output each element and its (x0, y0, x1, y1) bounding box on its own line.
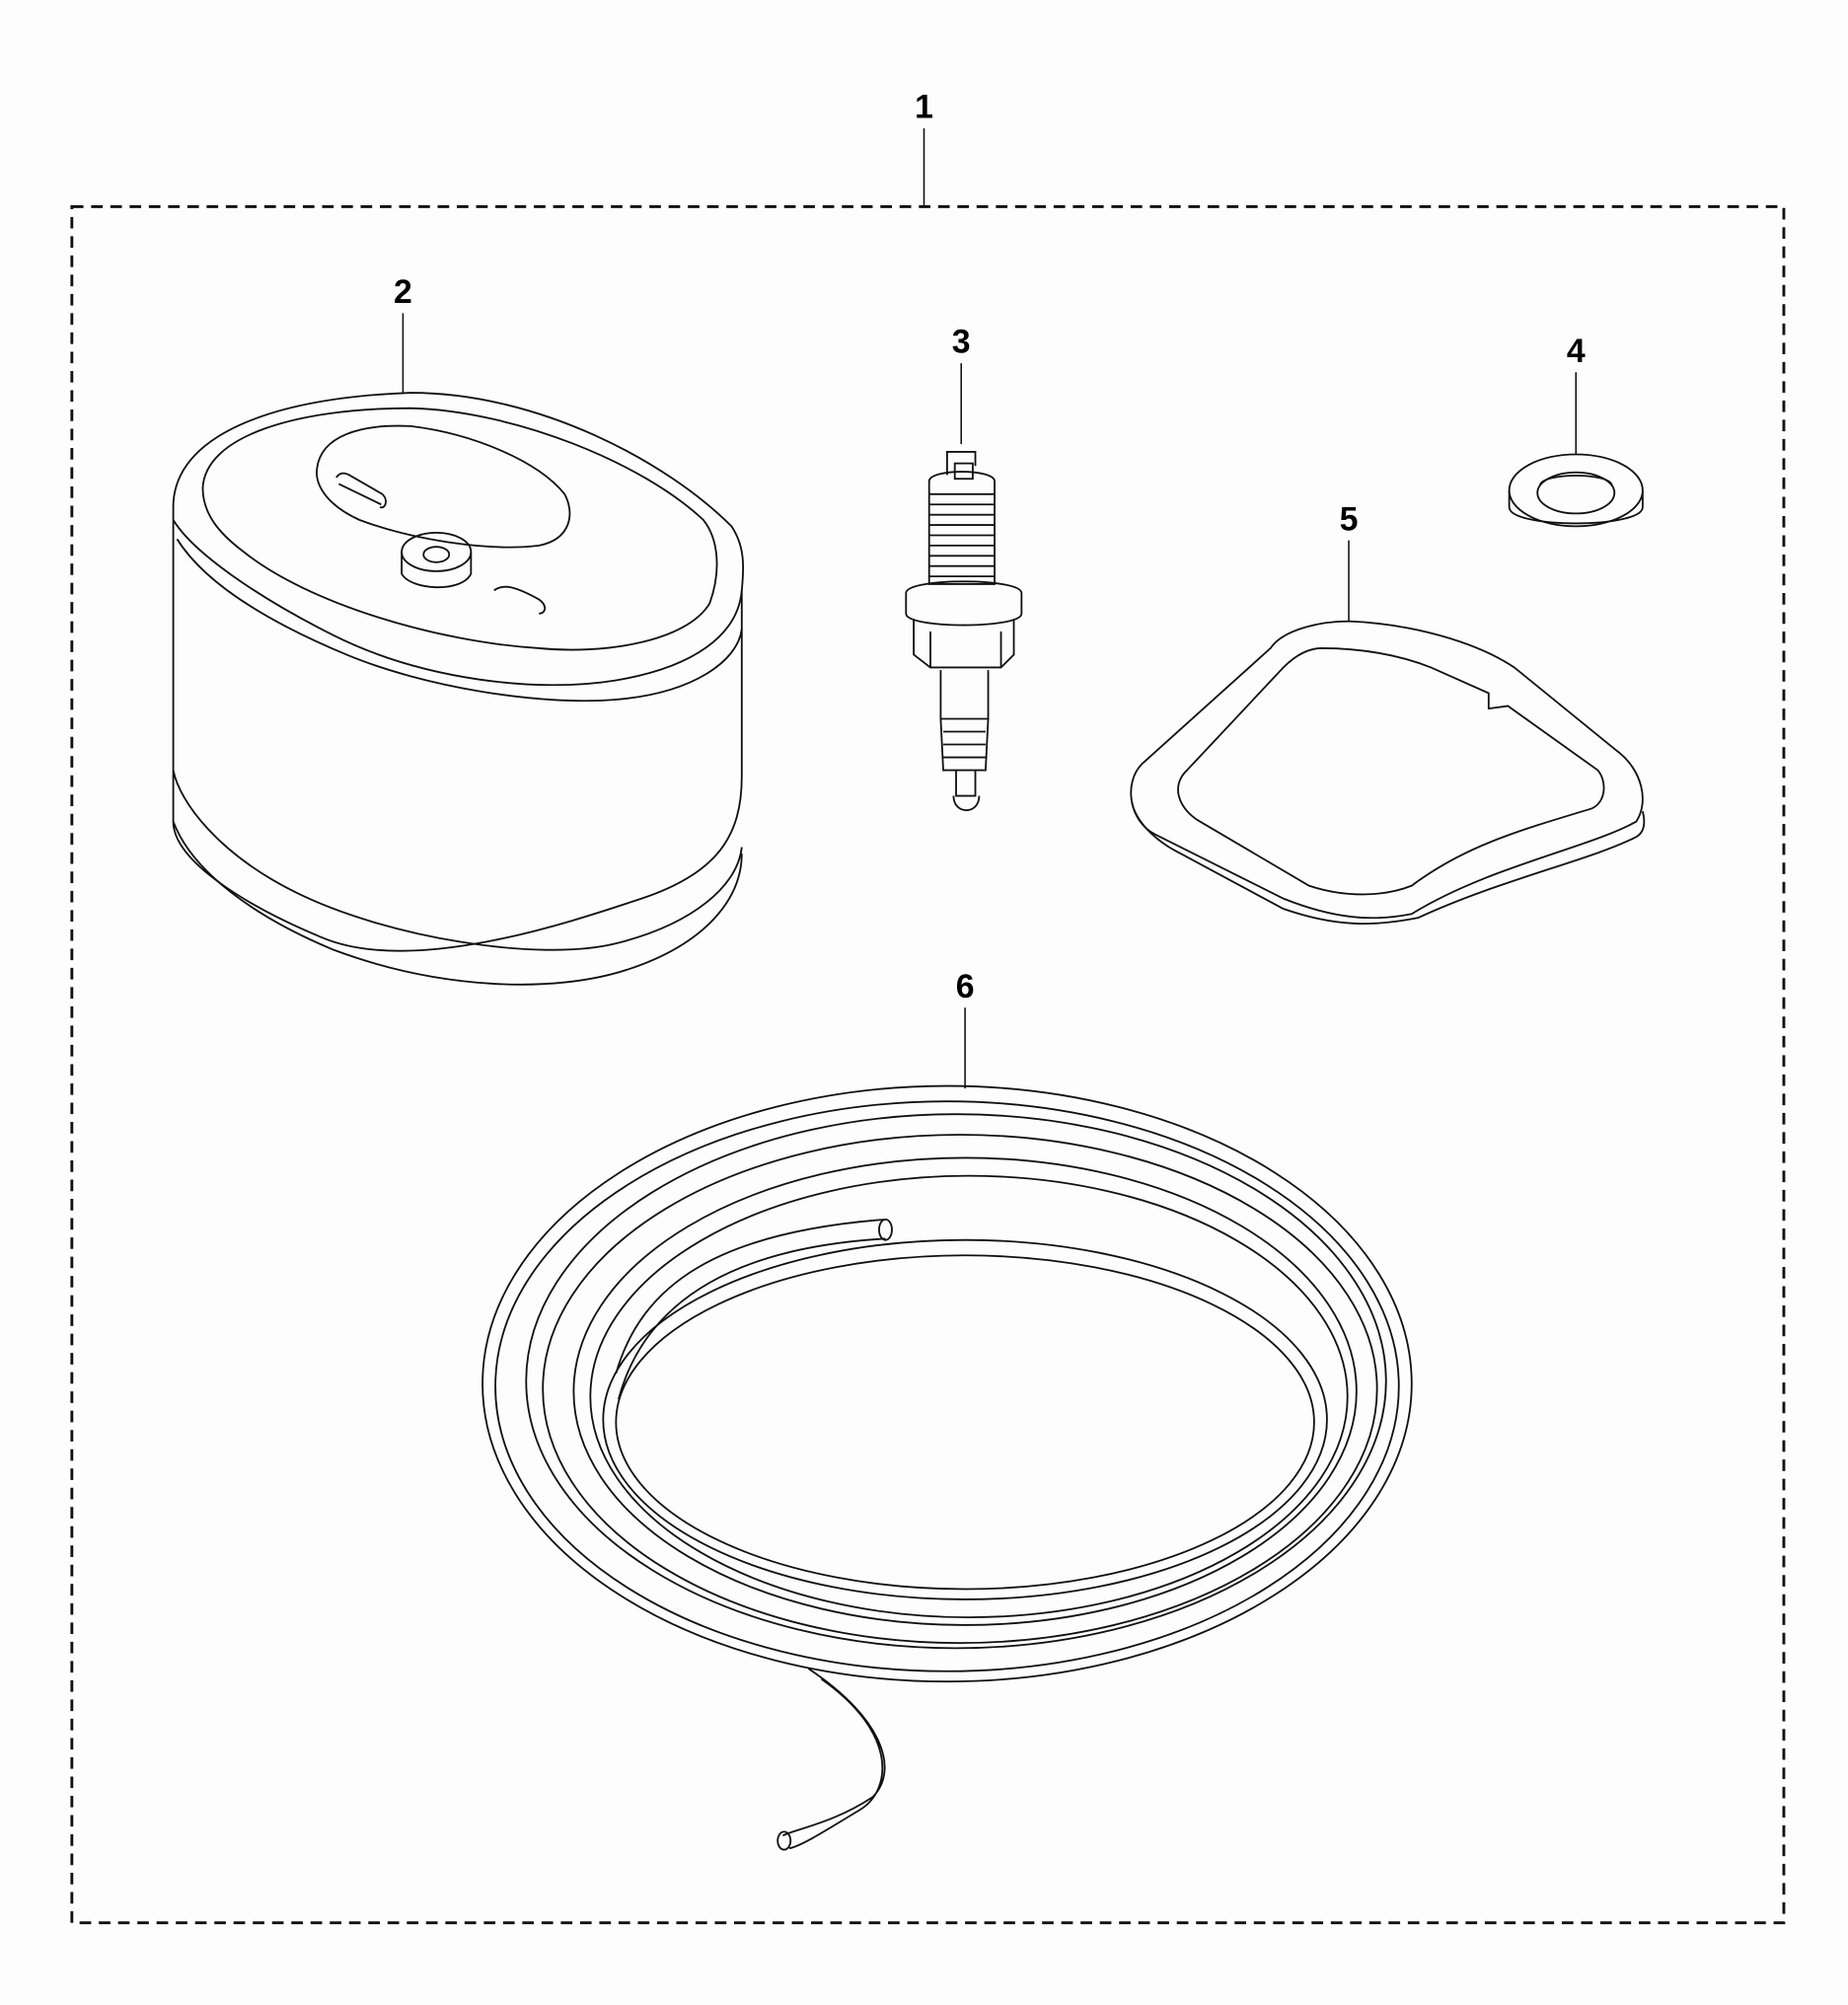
fuel-hose-icon (481, 1084, 1413, 1851)
callout-label-2: 2 (394, 273, 412, 311)
callout-label-4: 4 (1567, 333, 1586, 370)
callout-1: 1 (915, 89, 933, 207)
callout-label-1: 1 (915, 89, 933, 126)
kit-frame (70, 205, 1786, 1925)
callout-label-5: 5 (1340, 500, 1359, 538)
callout-4: 4 (1567, 333, 1586, 455)
air-filter-icon (172, 392, 745, 986)
washer-icon (1508, 453, 1644, 528)
callout-label-6: 6 (956, 968, 975, 1005)
gasket-icon (1130, 620, 1646, 926)
spark-plug-icon (905, 451, 1023, 811)
callout-6: 6 (956, 968, 975, 1089)
callout-label-3: 3 (952, 324, 971, 361)
callout-2: 2 (394, 273, 412, 394)
callout-5: 5 (1340, 500, 1359, 622)
callout-3: 3 (952, 324, 971, 445)
